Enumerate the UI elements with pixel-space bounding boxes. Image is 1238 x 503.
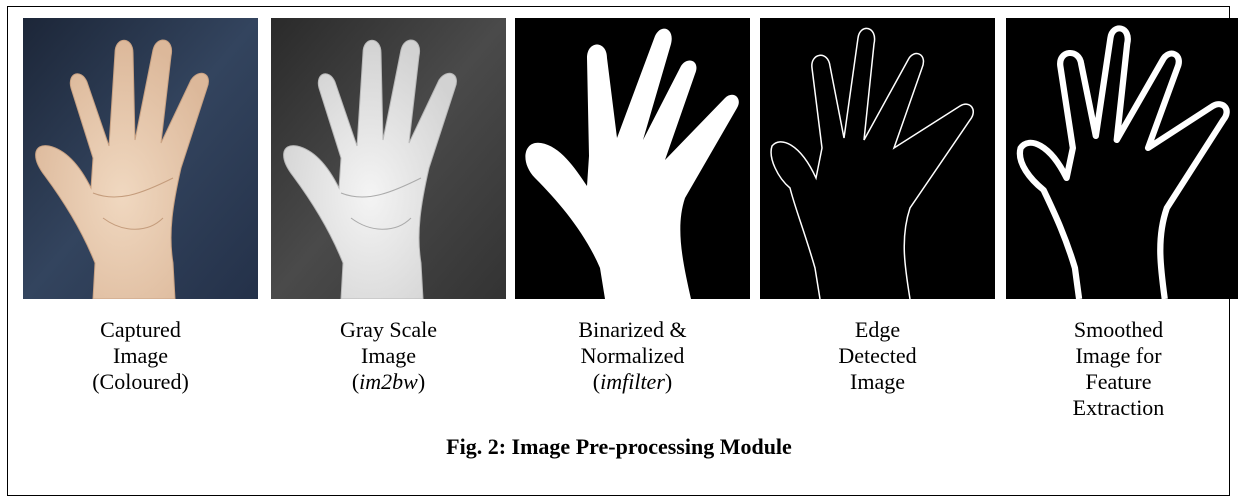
function-name: im2bw bbox=[359, 369, 418, 394]
caption-line: Smoothed bbox=[1006, 317, 1231, 343]
figure-caption: Fig. 2: Image Pre-processing Module bbox=[0, 434, 1238, 460]
caption-grayscale: Gray Scale Image (im2bw) bbox=[271, 317, 506, 395]
caption-line: Extraction bbox=[1006, 395, 1231, 421]
caption-line: Edge bbox=[760, 317, 995, 343]
caption-line: Binarized & bbox=[515, 317, 750, 343]
grayscale-image bbox=[271, 18, 506, 299]
caption-line: Gray Scale bbox=[271, 317, 506, 343]
caption-line: (Coloured) bbox=[23, 369, 258, 395]
edge-detected-image bbox=[760, 18, 995, 299]
caption-captured: Captured Image (Coloured) bbox=[23, 317, 258, 395]
smoothed-image bbox=[1006, 18, 1238, 299]
caption-line: Detected bbox=[760, 343, 995, 369]
caption-line: Normalized bbox=[515, 343, 750, 369]
captured-image bbox=[23, 18, 258, 299]
caption-smoothed: Smoothed Image for Feature Extraction bbox=[1006, 317, 1231, 421]
caption-line: Feature bbox=[1006, 369, 1231, 395]
caption-binarized: Binarized & Normalized (imfilter) bbox=[515, 317, 750, 395]
caption-line: (im2bw) bbox=[271, 369, 506, 395]
caption-line: Image bbox=[23, 343, 258, 369]
function-name: imfilter bbox=[600, 369, 665, 394]
binarized-image bbox=[515, 18, 750, 299]
caption-line: Image bbox=[271, 343, 506, 369]
caption-line: (imfilter) bbox=[515, 369, 750, 395]
caption-line: Image for bbox=[1006, 343, 1231, 369]
caption-line: Captured bbox=[23, 317, 258, 343]
caption-line: Image bbox=[760, 369, 995, 395]
caption-edge: Edge Detected Image bbox=[760, 317, 995, 395]
